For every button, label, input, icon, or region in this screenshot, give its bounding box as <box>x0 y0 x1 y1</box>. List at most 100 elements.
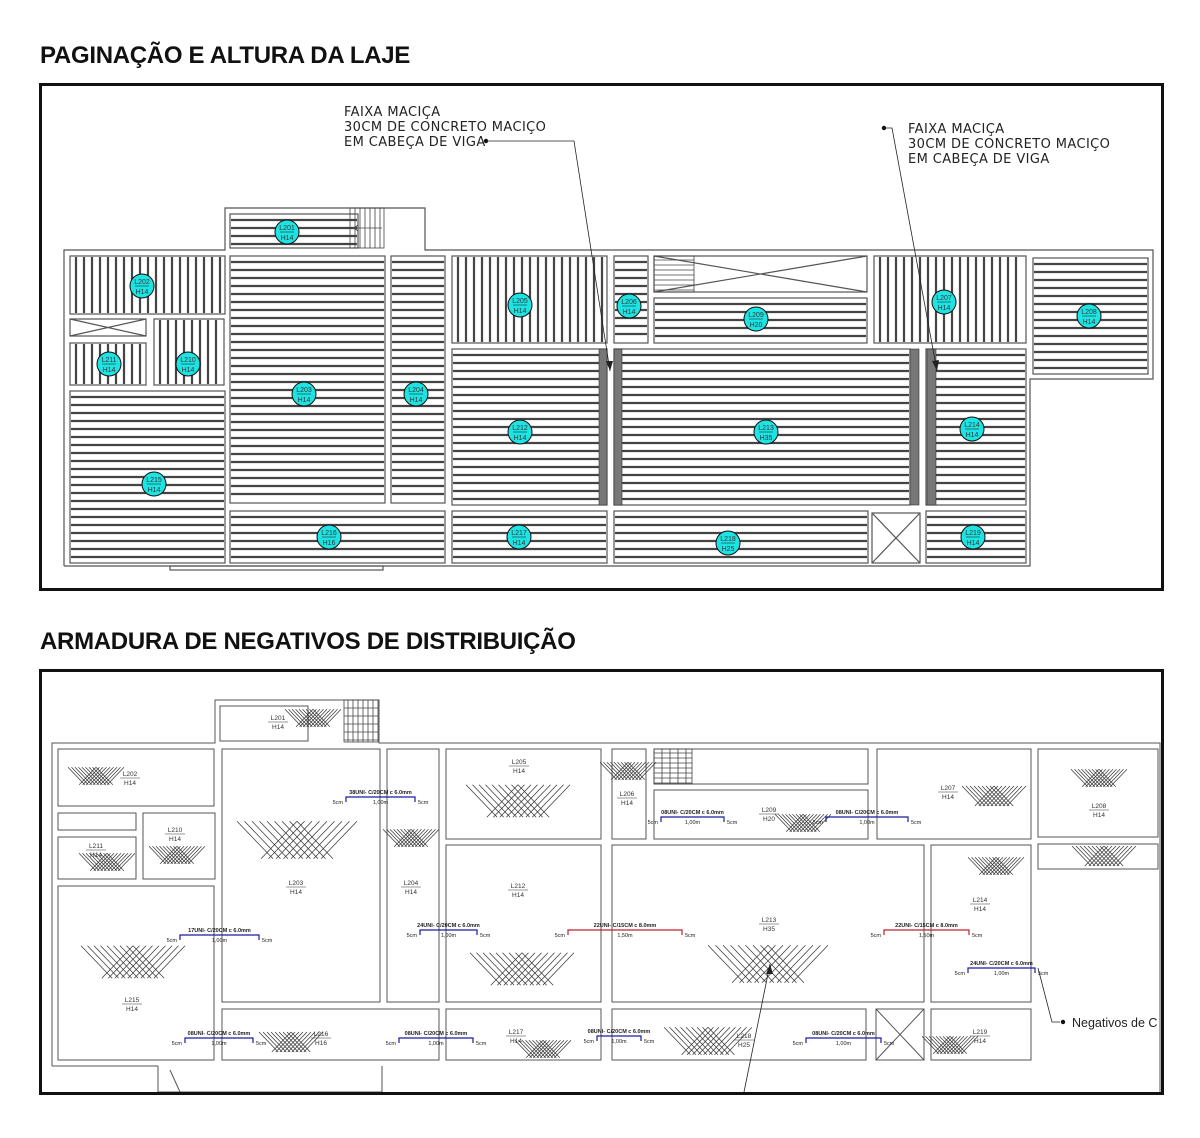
slab-outline <box>445 748 602 840</box>
slab-tag-id: L209 <box>748 312 764 319</box>
outline-diagonal <box>169 1069 181 1093</box>
rebar-dim-left: 5cm <box>386 1041 397 1047</box>
slab-tag-id: L219 <box>965 530 981 537</box>
slab-tag-id: L206 <box>621 299 637 306</box>
void-crossed-panel <box>871 512 921 564</box>
solid-beam-band <box>909 348 920 506</box>
rebar-dim-left: 5cm <box>407 933 418 939</box>
slab-panel <box>153 318 225 386</box>
slab-panel <box>451 348 608 506</box>
section-title-paginacao: PAGINAÇÃO E ALTURA DA LAJE <box>40 42 410 69</box>
slab-panel <box>229 510 446 564</box>
rebar-dim-left: 5cm <box>955 971 966 977</box>
callout-dot <box>1060 1019 1066 1025</box>
slab-outline <box>611 748 647 840</box>
mesh-symbol <box>1071 845 1137 867</box>
slab-label-id: L201 <box>271 715 286 722</box>
note-right-line-3: EM CABEÇA DE VIGA <box>908 152 1050 167</box>
mesh-symbol <box>236 821 358 859</box>
rebar-dim-mid: 1,50m <box>617 933 633 939</box>
rebar-dim-mid: 1,00m <box>859 820 875 826</box>
rebar-dim-left: 5cm <box>167 938 178 944</box>
rebar-dim-right: 5cm <box>256 1041 267 1047</box>
rebar-dim-right: 5cm <box>476 1041 487 1047</box>
slab-tag-id: L217 <box>511 530 527 537</box>
rebar-dim-mid: 1,00m <box>211 1041 227 1047</box>
slab-label-id: L208 <box>1092 803 1107 810</box>
slab-tag-height: H35 <box>760 435 773 442</box>
slab-tag-id: L205 <box>512 298 528 305</box>
slab-label-id: L214 <box>973 897 988 904</box>
slab-label-height: H14 <box>272 724 284 731</box>
mesh-symbol <box>774 814 832 832</box>
slab-layout-svg: L201H14L202H14L203H14L204H14L205H14L206H… <box>63 105 1154 571</box>
slab-label-height: H16 <box>315 1040 327 1047</box>
outline-lower <box>157 1066 383 1093</box>
slab-label-height: H25 <box>738 1042 750 1049</box>
mesh-symbol <box>284 709 342 727</box>
slab-tag-height: H14 <box>410 397 423 404</box>
section-title-armadura: ARMADURA DE NEGATIVOS DE DISTRIBUIÇÃO <box>40 628 576 655</box>
slab-tag-height: H14 <box>967 540 980 547</box>
rebar-dim-right: 5cm <box>972 933 983 939</box>
slab-label-height: H20 <box>763 816 775 823</box>
mesh-symbol <box>67 767 125 785</box>
slab-tag-height: H14 <box>514 435 527 442</box>
slab-tag-height: H14 <box>938 305 951 312</box>
rebar-dim-mid: 1,00m <box>836 1041 852 1047</box>
slab-panel <box>390 255 446 504</box>
mesh-symbol <box>465 784 571 818</box>
void-crossed-panel <box>69 318 147 337</box>
rebar-label: 22UNI- C/15CM c 8.0mm <box>895 923 958 929</box>
rebar-dim-mid: 1,00m <box>441 933 457 939</box>
slab-label-height: H14 <box>169 836 181 843</box>
slab-tag-id: L211 <box>101 357 116 364</box>
slab-outline <box>930 1008 1032 1061</box>
slab-outline <box>57 836 137 880</box>
slab-tag-id: L215 <box>146 477 162 484</box>
mesh-symbol <box>258 1031 324 1053</box>
slab-tag-id: L213 <box>758 425 774 432</box>
slab-panel <box>613 255 649 344</box>
slab-outline <box>221 748 381 1003</box>
slab-tag-height: H14 <box>514 308 527 315</box>
rebar-dim-right: 5cm <box>418 800 429 806</box>
slab-tag-id: L210 <box>180 357 196 364</box>
note-left-line-3: EM CABEÇA DE VIGA <box>344 135 486 150</box>
rebar-label: 17UNI- C/20CM c 6.0mm <box>188 928 251 934</box>
slab-label-id: L215 <box>125 997 140 1004</box>
callout-text: Negativos de C <box>1072 1016 1157 1030</box>
slab-label-height: H14 <box>974 906 986 913</box>
rebar-dim-mid: 1,00m <box>373 800 389 806</box>
slab-label-id: L203 <box>289 880 304 887</box>
rebar-label: 08UNI- C/20CM c 6.0mm <box>405 1031 468 1037</box>
note-left-line-1: FAIXA MACIÇA <box>344 105 441 120</box>
slab-outline <box>57 748 215 807</box>
solid-beam-band <box>926 348 937 506</box>
slab-tag-height: H25 <box>722 546 735 553</box>
rebar-dim-right: 5cm <box>685 933 696 939</box>
slab-tag-id: L207 <box>936 295 952 302</box>
